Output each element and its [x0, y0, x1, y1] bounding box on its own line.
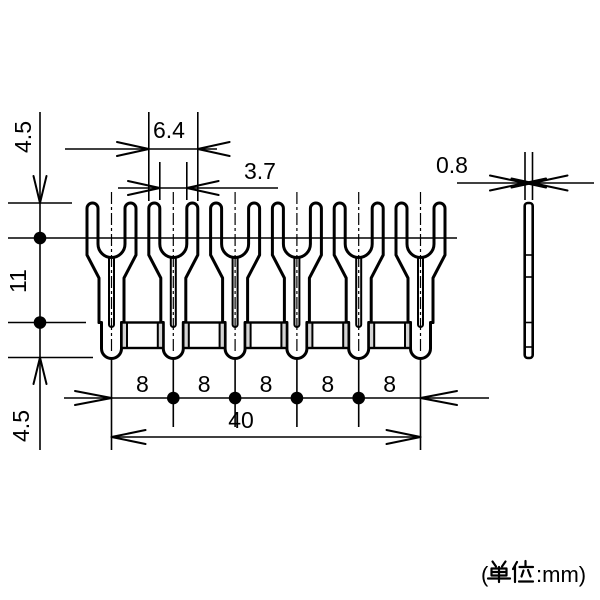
carrier-band-4 [305, 321, 350, 350]
dim-pitch-label-3: 8 [260, 371, 273, 397]
dim-body-height-label: 11 [5, 269, 31, 293]
unit-note-open-paren: ( [481, 562, 489, 587]
fork-terminal-4 [270, 190, 323, 361]
unit-kanji-i-icon [511, 559, 535, 584]
dim-overall-width-label: 40 [228, 407, 254, 433]
dim-top-height-label: 4.5 [10, 121, 36, 153]
dim-pitch-label-2: 8 [198, 371, 211, 397]
side-view [523, 201, 535, 360]
dim-pitch-label-4: 8 [321, 371, 334, 397]
fork-terminal-3 [209, 190, 262, 361]
fork-terminal-2 [147, 190, 200, 361]
dimension-labels: 4.5 11 4.5 6.4 3.7 8 8 8 8 8 40 0.8 [5, 117, 468, 442]
carrier-band-1 [120, 321, 165, 350]
carrier-band-2 [182, 321, 227, 350]
dim-fork-width-label: 6.4 [153, 117, 185, 143]
fork-terminal-5 [332, 190, 385, 361]
carrier-band-3 [243, 321, 289, 350]
unit-kanji-tan-icon [486, 560, 512, 584]
fork-terminal-6 [394, 190, 447, 361]
dim-base-height-label: 4.5 [8, 410, 34, 442]
dim-slot-width-label: 3.7 [244, 158, 276, 184]
dimension-arrows [32, 141, 569, 445]
dimension-lines [8, 112, 594, 450]
front-view [85, 190, 447, 361]
unit-note: ( :mm) [481, 559, 586, 587]
dim-thickness-label: 0.8 [436, 152, 468, 178]
carrier-band-5 [367, 321, 412, 350]
unit-note-suffix: :mm) [536, 562, 586, 587]
dim-pitch-label-5: 8 [383, 371, 396, 397]
side-profile [523, 201, 535, 360]
dim-pitch-label-1: 8 [136, 371, 149, 397]
fork-terminal-1 [85, 190, 138, 361]
